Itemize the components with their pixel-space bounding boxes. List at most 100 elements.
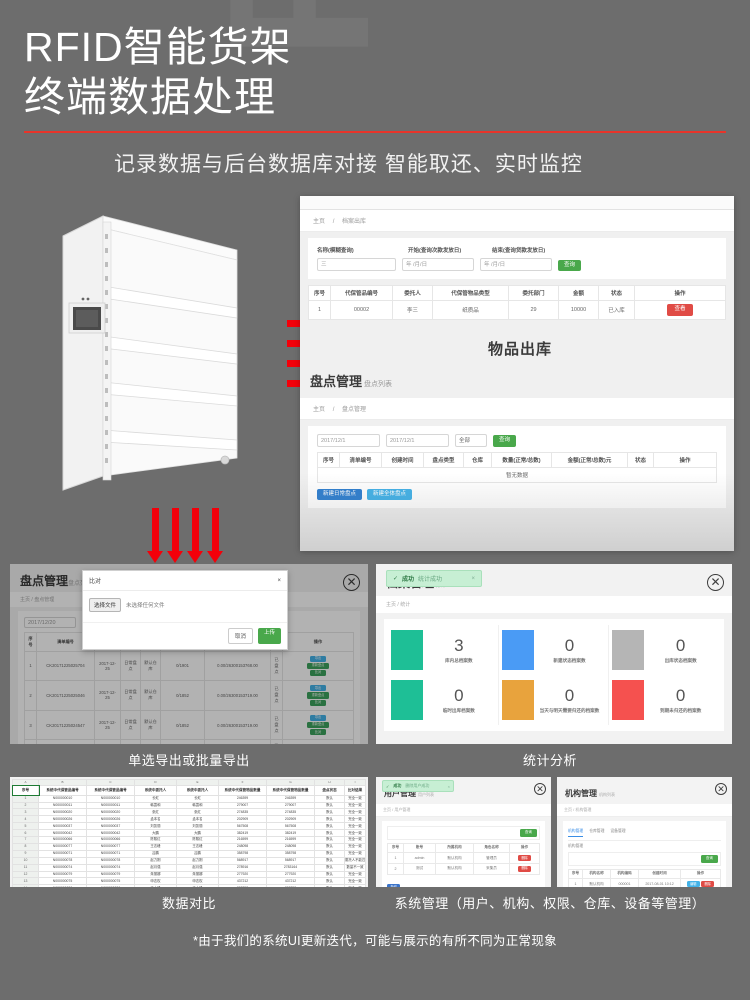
th-list-no: 清单编号 [36, 631, 95, 652]
compare-row-button[interactable]: 比对 [310, 699, 326, 706]
cell-stock-status: 默认 [314, 884, 345, 888]
stocktake-search-button[interactable]: 查询 [493, 435, 517, 447]
restock-row-button[interactable]: 重新盘点 [307, 692, 329, 699]
delete-user-button[interactable]: 删除 [517, 865, 532, 873]
cell-org: 默认机构 [435, 863, 474, 875]
user-search-button[interactable]: 查询 [519, 829, 537, 837]
close-icon[interactable]: ✕ [343, 574, 360, 592]
delete-user-button[interactable]: 删除 [517, 855, 532, 862]
captions-row-2: 数据对比 系统管理（用户、机构、权限、仓库、设备等管理） [0, 887, 750, 920]
cell-sys-client-1: 赵月强 [134, 863, 177, 872]
cell-sys-client-1: 吕鹏 [134, 849, 177, 858]
breadcrumb-item-home[interactable]: 主页 [20, 597, 31, 604]
archive-table-panel: 序号 代保管品编号 委托人 代保管物品类型 委托部门 金额 状态 操作 1 00… [308, 285, 726, 320]
cell-index: 1 [12, 794, 39, 803]
cell-sys-code-1: N000000066 [38, 836, 87, 844]
close-icon[interactable]: ✕ [707, 574, 724, 592]
export-row-button[interactable]: 导出 [310, 714, 326, 721]
choose-file-button[interactable]: 选择文件 [89, 598, 122, 613]
tab-warehouse[interactable]: 仓库管理 [589, 829, 605, 834]
cell-sys-code-1: N000000071 [38, 849, 87, 858]
tab-device[interactable]: 设备管理 [610, 829, 626, 834]
compare-row-button[interactable]: 比对 [310, 669, 326, 677]
cell-sys-code-2: N000000077 [86, 842, 135, 851]
new-full-stocktake-button[interactable]: 新建全体盘点 [367, 488, 413, 501]
upload-button[interactable]: 上传 [257, 628, 281, 645]
compare-row-button[interactable]: 比对 [310, 729, 326, 736]
org-table: 序号 机构名称 机构编码 创建时间 操作 1 默认机构 000001 2017-… [568, 868, 721, 888]
modal-footer: 取消 上传 [83, 622, 287, 649]
modal-title: 比对 [89, 579, 102, 586]
stat-card-new-status[interactable]: 0 新建状态档案数 [499, 625, 610, 676]
stocktake-type-select[interactable]: 全部 [455, 433, 487, 447]
delete-org-button[interactable]: 删除 [701, 881, 715, 888]
stat-label: 库内总档案数 [445, 657, 473, 663]
cell-sys-client-1: 于大峰 [134, 884, 177, 888]
stat-card-total-in-storage[interactable]: 3 库内总档案数 [388, 625, 499, 676]
cell-sys-client-1: 陈熙红 [134, 836, 177, 844]
close-icon[interactable]: ✕ [534, 783, 546, 796]
cell-sys-qty-2: 246399 [266, 794, 315, 803]
org-panel-title: 机构管理 [565, 789, 597, 799]
captions-row-1: 单选导出或批量导出 统计分析 [0, 744, 750, 777]
stat-card-temp-outbound[interactable]: 0 临时出库档案数 [388, 675, 499, 726]
th-sys-qty-2: 系统中代保管物品数量 [266, 785, 315, 796]
footnote: *由于我们的系统UI更新迭代，可能与展示的有所不同为正常现象 [193, 934, 557, 949]
stat-card-overdue[interactable]: 0 到期未归还的档案数 [609, 675, 720, 725]
breadcrumb-item-home[interactable]: 主页 [313, 219, 326, 226]
org-search-button[interactable]: 查询 [700, 855, 718, 863]
tab-org[interactable]: 机构管理 [568, 829, 584, 838]
stat-card-due-soon[interactable]: 0 当天与明天需要归还的档案数 [499, 675, 610, 726]
cell-sys-qty-2: 437212 [266, 877, 315, 886]
stocktake-start-date-input[interactable]: 2017/12/1 [317, 433, 380, 447]
toast-close-icon[interactable]: × [447, 783, 450, 789]
cell-index: 6 [12, 829, 39, 838]
close-icon[interactable]: × [277, 577, 281, 584]
org-section-label: 机构管理 [568, 844, 584, 849]
cell-list-no: CK20171225025046 [36, 680, 95, 711]
name-query-input[interactable]: 三 [317, 258, 396, 272]
add-user-button[interactable]: 新增 [387, 884, 401, 888]
close-icon[interactable]: ✕ [715, 783, 727, 796]
cell-compare-result: 完全一致 [344, 877, 366, 886]
modal-header: 比对 × [83, 571, 287, 592]
search-button[interactable]: 查询 [558, 259, 582, 272]
toast-close-icon[interactable]: × [471, 575, 475, 582]
cell-sys-code-2: N000000020 [86, 808, 135, 817]
th-quantity: 数量(正常/总数) [491, 451, 552, 468]
breadcrumb-item-home[interactable]: 主页 [564, 807, 572, 813]
export-row-button[interactable]: 导出 [310, 655, 326, 662]
breadcrumb-item-home[interactable]: 主页 [383, 807, 391, 813]
start-date-input[interactable]: 年 /月/日 [402, 258, 474, 272]
cell-sys-client-2: 韩霞和 [176, 801, 219, 810]
cell-sys-qty-1: 278916 [218, 863, 267, 872]
table-header-row: 序号 账号 所属机构 角色名称 操作 [387, 842, 540, 854]
breadcrumb-item-home[interactable]: 主页 [386, 602, 397, 609]
title-line-1: RFID智能货架 [24, 24, 292, 70]
th-actions: 操作 [509, 842, 540, 854]
cell-sys-client-1: 长虹 [134, 794, 177, 803]
arrow-down-icon [147, 508, 163, 564]
stat-card-outbound-status[interactable]: 0 出库状态档案数 [609, 625, 720, 675]
stat-color-block [501, 630, 534, 671]
restock-row-button[interactable]: 重新盘点 [307, 662, 329, 669]
compare-upload-modal: 比对 × 选择文件 未选择任何文件 取消 上传 [82, 570, 288, 651]
th-account: 账号 [403, 842, 436, 854]
th-department: 委托部门 [508, 285, 559, 302]
th-index: 序号 [24, 631, 37, 652]
new-daily-stocktake-button[interactable]: 新建日常盘点 [317, 488, 363, 501]
restock-row-button[interactable]: 重新盘点 [307, 721, 329, 729]
breadcrumb-item-home[interactable]: 主页 [313, 406, 326, 413]
edit-org-button[interactable]: 编辑 [686, 881, 700, 888]
stocktake-end-date-input[interactable]: 2017/12/1 [386, 433, 449, 447]
column-letter-row: A B C D E F G H I [12, 779, 366, 787]
view-button[interactable]: 查看 [667, 304, 693, 316]
cancel-button[interactable]: 取消 [227, 628, 253, 645]
toast-status: 成功 [393, 783, 402, 789]
export-panel-heading: 盘点管理盘点列表 [10, 564, 368, 592]
export-row-button[interactable]: 导出 [310, 685, 326, 692]
toast-message: 删除用户成功 [405, 783, 430, 789]
end-date-input[interactable]: 年 /月/日 [480, 258, 552, 272]
export-start-date-input[interactable]: 2017/12/20 [24, 616, 76, 628]
cell-org-name: 默认机构 [582, 878, 611, 888]
